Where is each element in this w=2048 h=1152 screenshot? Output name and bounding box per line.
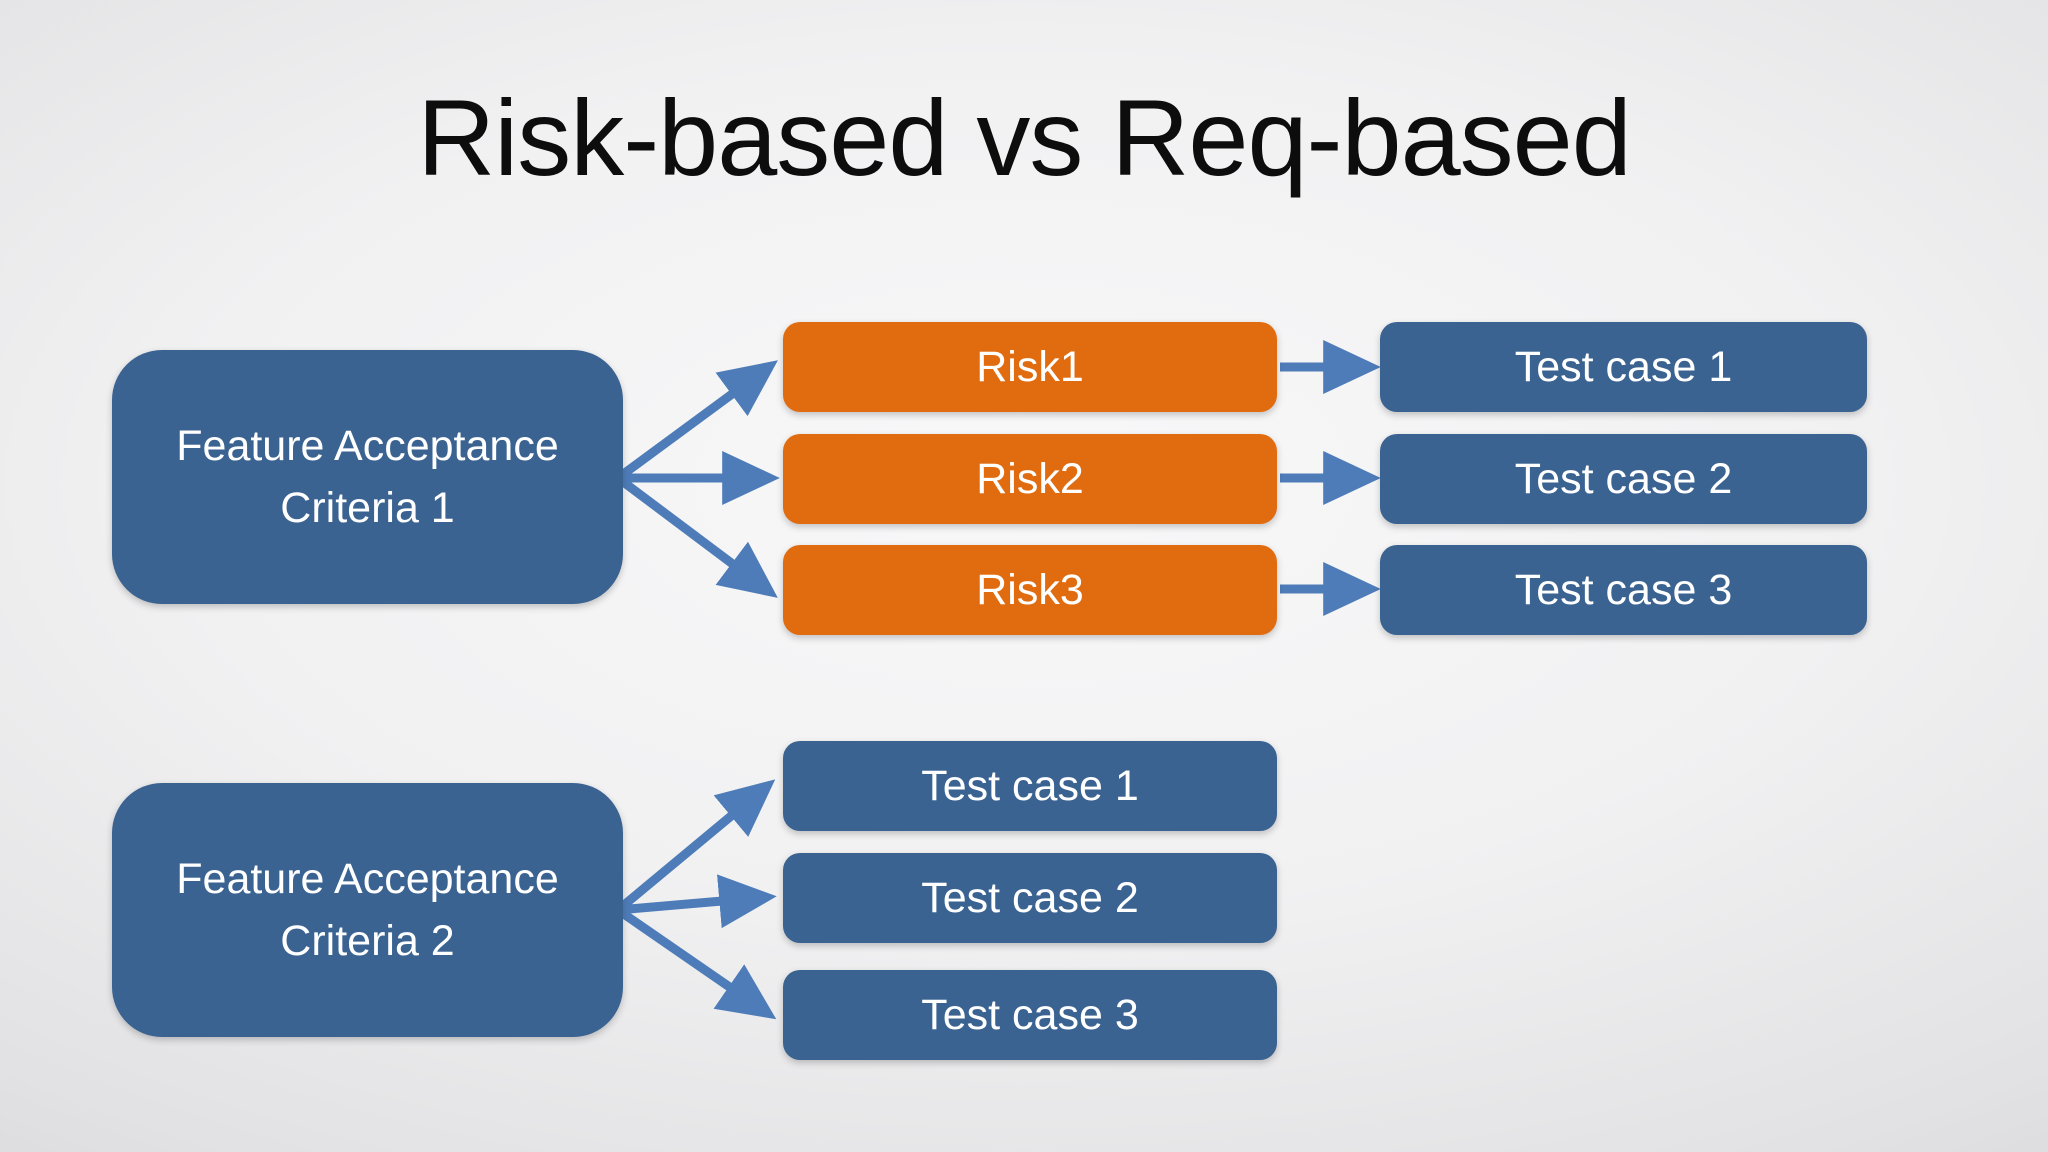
req-test-case-3-label: Test case 3 — [921, 990, 1139, 1039]
req-test-case-box-2: Test case 2 — [783, 853, 1277, 943]
req-test-case-2-label: Test case 2 — [921, 873, 1139, 922]
arrow-fac2-to-testcase2 — [617, 874, 777, 929]
risk-test-case-2-label: Test case 2 — [1514, 454, 1733, 503]
risk-test-case-box-2: Test case 2 — [1380, 434, 1867, 524]
risk-1-label: Risk1 — [976, 342, 1084, 391]
risk-2-label: Risk2 — [976, 454, 1084, 503]
slide-title: Risk-based vs Req-based — [417, 77, 1632, 198]
req-test-case-box-3: Test case 3 — [783, 970, 1277, 1060]
feature-acceptance-criteria-1-label: Feature Acceptance Criteria 1 — [176, 421, 559, 532]
risk-test-case-box-1: Test case 1 — [1380, 322, 1867, 412]
risk-box-3: Risk3 — [783, 545, 1277, 635]
req-test-case-box-1: Test case 1 — [783, 741, 1277, 831]
arrow-fac2-to-testcase3 — [615, 906, 777, 1020]
arrow-fac2-to-testcase1 — [615, 779, 776, 914]
risk-test-case-1-label: Test case 1 — [1514, 342, 1733, 391]
risk-box-1: Risk1 — [783, 322, 1277, 412]
risk-test-case-box-3: Test case 3 — [1380, 545, 1867, 635]
req-test-case-1-label: Test case 1 — [921, 761, 1139, 810]
arrow-fac1-to-risk1 — [615, 360, 778, 482]
arrow-fac1-to-risk3 — [615, 474, 778, 598]
feature-acceptance-criteria-2-box: Feature Acceptance Criteria 2 — [112, 783, 623, 1037]
risk-box-2: Risk2 — [783, 434, 1277, 524]
risk-test-case-3-label: Test case 3 — [1514, 565, 1733, 614]
risk-3-label: Risk3 — [976, 565, 1084, 614]
feature-acceptance-criteria-2-label: Feature Acceptance Criteria 2 — [176, 854, 559, 965]
feature-acceptance-criteria-1-box: Feature Acceptance Criteria 1 — [112, 350, 623, 604]
